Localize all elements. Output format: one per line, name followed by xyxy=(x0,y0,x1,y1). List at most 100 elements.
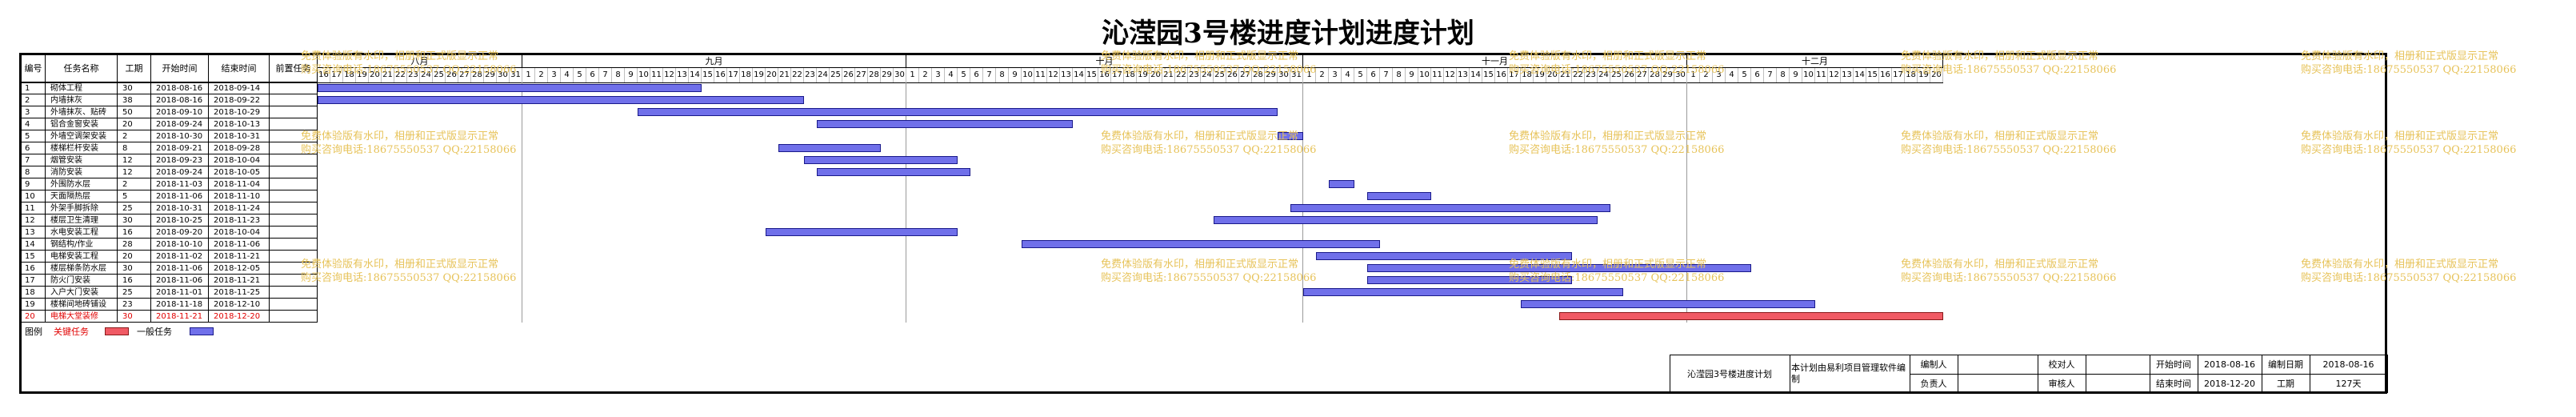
task-dur: 8 xyxy=(118,142,151,154)
task-start: 2018-11-06 xyxy=(151,263,209,275)
gantt-bar[interactable] xyxy=(1367,276,1572,284)
task-no: 11 xyxy=(22,202,46,215)
task-pred xyxy=(270,82,318,94)
task-end: 2018-11-04 xyxy=(209,178,270,190)
day-tick: 8 xyxy=(996,68,1009,82)
day-tick: 8 xyxy=(1777,68,1790,82)
day-tick: 21 xyxy=(1559,68,1572,82)
gantt-bar[interactable] xyxy=(1022,240,1380,248)
task-start: 2018-11-02 xyxy=(151,251,209,263)
task-pred xyxy=(270,142,318,154)
task-pred xyxy=(270,275,318,287)
day-tick: 31 xyxy=(510,68,522,82)
day-tick: 12 xyxy=(1444,68,1457,82)
gantt-bar[interactable] xyxy=(1559,312,1943,320)
gantt-bar[interactable] xyxy=(318,96,804,104)
task-dur: 38 xyxy=(118,94,151,106)
day-tick: 20 xyxy=(766,68,778,82)
footer-dur-value: 127天 xyxy=(2335,379,2362,389)
gantt-bar[interactable] xyxy=(1367,264,1751,272)
day-tick: 27 xyxy=(1239,68,1252,82)
task-no: 13 xyxy=(22,227,46,239)
day-tick: 23 xyxy=(804,68,817,82)
day-tick: 28 xyxy=(1252,68,1265,82)
day-tick: 18 xyxy=(1521,68,1534,82)
gantt-bar[interactable] xyxy=(804,156,958,164)
gantt-bar[interactable] xyxy=(817,120,1073,128)
gantt-bar[interactable] xyxy=(766,228,958,236)
task-pred xyxy=(270,239,318,251)
day-tick: 5 xyxy=(1738,68,1751,82)
task-dur: 5 xyxy=(118,190,151,202)
day-tick: 9 xyxy=(625,68,638,82)
gantt-bar[interactable] xyxy=(778,144,881,152)
gantt-bar[interactable] xyxy=(1278,132,1303,140)
day-tick: 6 xyxy=(586,68,599,82)
day-tick: 7 xyxy=(983,68,996,82)
task-end: 2018-10-13 xyxy=(209,118,270,130)
gantt-bar[interactable] xyxy=(1329,180,1354,188)
task-start: 2018-09-24 xyxy=(151,118,209,130)
day-tick: 28 xyxy=(1649,68,1662,82)
task-end: 2018-10-05 xyxy=(209,166,270,178)
day-tick: 1 xyxy=(1687,68,1700,82)
gantt-bar[interactable] xyxy=(1214,216,1598,224)
month-header: 十二月 xyxy=(1687,55,1943,68)
day-tick: 11 xyxy=(1815,68,1828,82)
gantt-bar[interactable] xyxy=(1521,300,1815,308)
day-tick: 4 xyxy=(561,68,574,82)
task-no: 8 xyxy=(22,166,46,178)
day-tick: 3 xyxy=(548,68,561,82)
task-start: 2018-08-16 xyxy=(151,82,209,94)
footer-start-label: 开始时间 xyxy=(2156,359,2191,370)
task-dur: 30 xyxy=(118,215,151,227)
column-header-name: 任务名称 xyxy=(46,55,118,82)
gantt-bar[interactable] xyxy=(1290,204,1610,212)
day-tick: 15 xyxy=(702,68,714,82)
day-tick: 19 xyxy=(356,68,369,82)
day-tick: 2 xyxy=(535,68,548,82)
column-header-end: 结束时间 xyxy=(209,55,270,82)
gantt-bar[interactable] xyxy=(817,168,970,176)
legend-label: 图例 xyxy=(25,327,42,337)
gantt-bar[interactable] xyxy=(1303,288,1623,296)
task-end: 2018-11-24 xyxy=(209,202,270,215)
gantt-bar[interactable] xyxy=(638,108,1278,116)
gantt-bar[interactable] xyxy=(1367,192,1431,200)
day-tick: 6 xyxy=(970,68,983,82)
task-pred xyxy=(270,311,318,323)
gantt-bar[interactable] xyxy=(1316,252,1572,260)
day-tick: 19 xyxy=(753,68,766,82)
day-tick: 24 xyxy=(420,68,433,82)
day-tick: 8 xyxy=(1393,68,1406,82)
task-dur: 28 xyxy=(118,239,151,251)
task-start: 2018-11-21 xyxy=(151,311,209,323)
gantt-bar[interactable] xyxy=(318,84,702,92)
task-start: 2018-10-10 xyxy=(151,239,209,251)
day-tick: 13 xyxy=(1457,68,1470,82)
day-tick: 16 xyxy=(1879,68,1892,82)
day-tick: 18 xyxy=(740,68,753,82)
day-tick: 10 xyxy=(1802,68,1815,82)
